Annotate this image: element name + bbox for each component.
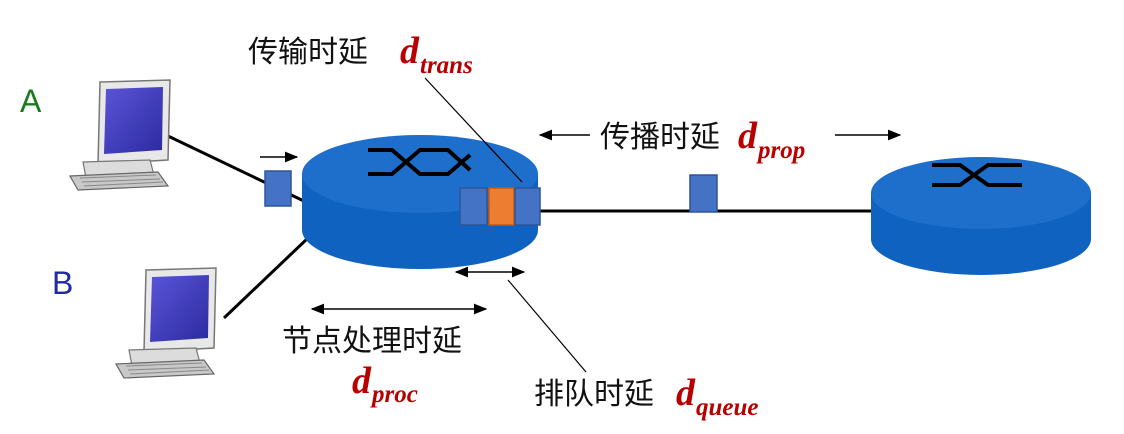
processing-delay-label: 节点处理时延 d proc — [282, 324, 462, 408]
propagation-delay-symbol: d — [738, 115, 758, 157]
host-b-label: B — [52, 265, 73, 301]
transmission-delay-subscript: trans — [420, 52, 473, 79]
transmission-delay-symbol: d — [400, 30, 420, 72]
queued-packet-icon — [459, 187, 488, 226]
transmission-delay-label: 传输时延 d trans — [248, 30, 473, 79]
propagation-delay-label: 传播时延 d prop — [600, 115, 805, 164]
propagation-delay-text: 传播时延 — [600, 120, 720, 155]
propagating-packet-icon — [689, 174, 718, 213]
processing-delay-text: 节点处理时延 — [282, 324, 462, 359]
processing-delay-subscript: proc — [370, 381, 418, 408]
router-2-icon — [871, 157, 1091, 275]
transmission-delay-text: 传输时延 — [248, 35, 368, 70]
host-a-label: A — [20, 83, 42, 119]
processing-packet-icon — [488, 187, 515, 226]
processing-delay-symbol: d — [352, 360, 372, 402]
transmission-pointer — [424, 77, 523, 183]
queueing-pointer — [507, 279, 587, 373]
queueing-delay-text: 排队时延 — [534, 377, 654, 412]
queueing-delay-symbol: d — [676, 372, 696, 414]
queueing-delay-label: 排队时延 d queue — [534, 372, 759, 421]
transmitting-packet-icon — [514, 187, 541, 226]
propagation-delay-subscript: prop — [756, 137, 805, 164]
incoming-packet-icon — [264, 170, 292, 207]
link-b-router — [222, 236, 310, 320]
host-a-computer-icon — [68, 79, 171, 191]
host-b-computer-icon — [114, 267, 217, 379]
queueing-delay-subscript: queue — [696, 394, 759, 421]
